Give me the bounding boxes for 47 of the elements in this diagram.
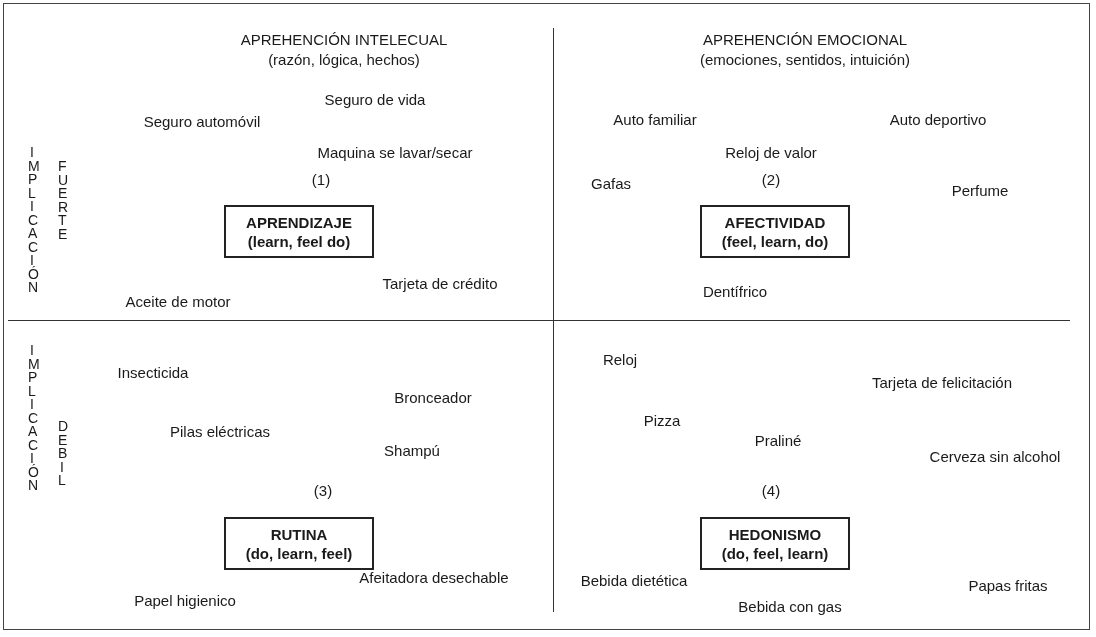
product-label: Maquina se lavar/secar xyxy=(317,144,473,162)
quadrant-sequence: (learn, feel do) xyxy=(247,231,351,251)
product-label: Praliné xyxy=(754,432,802,450)
product-label: Aceite de motor xyxy=(125,293,231,311)
quadrant-box xyxy=(224,517,374,570)
quadrant-title: APRENDIZAJE xyxy=(246,212,352,232)
product-label: (2) xyxy=(761,171,781,189)
quadrant-box xyxy=(224,205,374,258)
product-label: Bebida dietética xyxy=(580,572,688,590)
product-label: Cerveza sin alcohol xyxy=(929,448,1061,466)
axis-label: FUERTE xyxy=(58,160,66,241)
quadrant-title: RUTINA xyxy=(270,524,328,544)
axis-heading: (razón, lógica, hechos) xyxy=(268,51,420,69)
product-label: Gafas xyxy=(591,175,631,193)
axis-heading: (emociones, sentidos, intuición) xyxy=(699,51,911,69)
product-label: Bebida con gas xyxy=(738,598,842,616)
product-label: (3) xyxy=(313,482,333,500)
axis-heading: APREHENCIÓN INTELECUAL xyxy=(240,31,448,49)
product-label: Papel higienico xyxy=(134,592,236,610)
axis-label: DEBIL xyxy=(58,420,66,488)
product-label: (1) xyxy=(311,171,331,189)
product-label: Perfume xyxy=(951,182,1009,200)
product-label: Insecticida xyxy=(117,364,189,382)
product-label: Bronceador xyxy=(394,389,472,407)
quadrant-sequence: (do, feel, learn) xyxy=(721,543,829,563)
product-label: Papas fritas xyxy=(968,577,1048,595)
quadrant-box xyxy=(700,205,850,258)
quadrant-title: AFECTIVIDAD xyxy=(724,212,826,232)
product-label: Auto familiar xyxy=(613,111,697,129)
product-label: Seguro automóvil xyxy=(143,113,261,131)
product-label: Dentífrico xyxy=(702,283,768,301)
product-label: Pilas eléctricas xyxy=(170,423,270,441)
quadrant-sequence: (feel, learn, do) xyxy=(721,231,829,251)
product-label: (4) xyxy=(761,482,781,500)
quadrant-title: HEDONISMO xyxy=(728,524,822,544)
product-label: Auto deportivo xyxy=(889,111,987,129)
product-label: Reloj xyxy=(602,351,638,369)
product-label: Seguro de vida xyxy=(324,91,426,109)
product-label: Tarjeta de felicitación xyxy=(871,374,1013,392)
product-label: Reloj de valor xyxy=(725,144,817,162)
quadrant-sequence: (do, learn, feel) xyxy=(245,543,353,563)
axis-heading: APREHENCIÓN EMOCIONAL xyxy=(702,31,908,49)
quadrant-box xyxy=(700,517,850,570)
product-label: Shampú xyxy=(384,442,440,460)
product-label: Pizza xyxy=(643,412,681,430)
product-label: Afeitadora desechable xyxy=(359,569,509,587)
product-label: Tarjeta de crédito xyxy=(382,275,498,293)
